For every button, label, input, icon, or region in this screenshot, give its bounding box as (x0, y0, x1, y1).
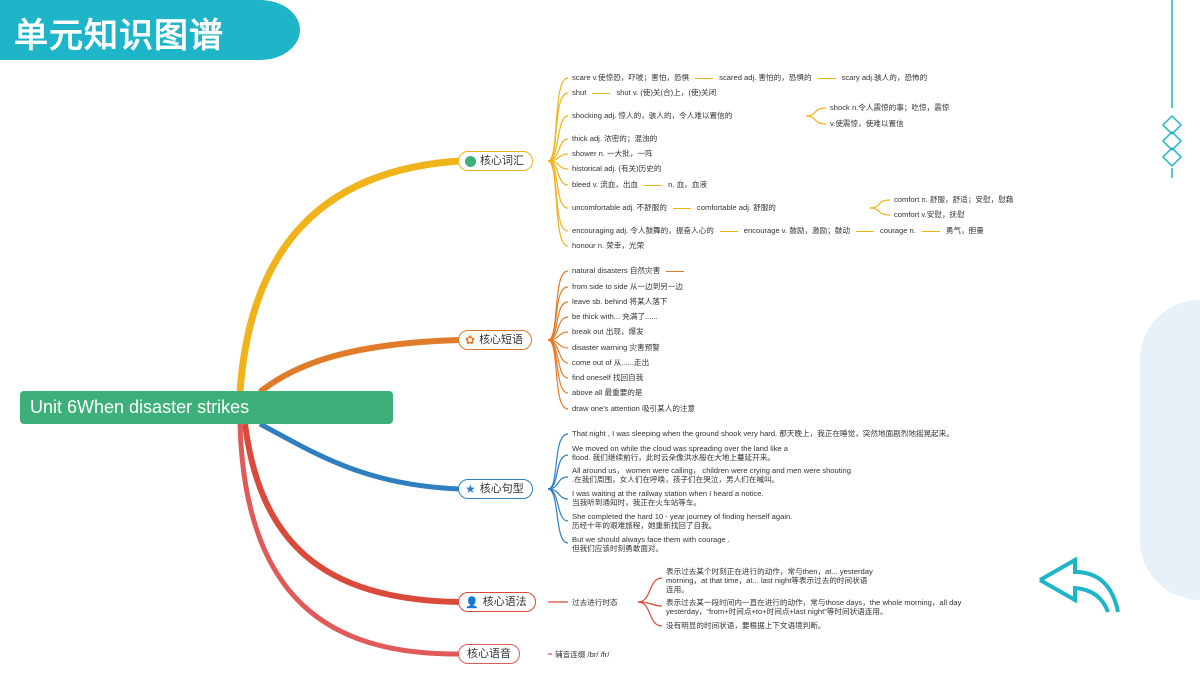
phrase-item: natural disasters 自然灾害 (572, 266, 690, 275)
phrase-item: leave sb. behind 将某人落下 (572, 297, 668, 306)
gear-icon: ✿ (465, 332, 476, 347)
sentence-item: But we should always face them with cour… (572, 535, 730, 553)
vocab-item: honour n. 荣幸，光荣 (572, 241, 645, 250)
branch-label: 核心句型 (479, 482, 524, 495)
info-icon (465, 155, 476, 167)
phrase-item: disaster warning 灾害预警 (572, 343, 660, 352)
person-icon: 👤 (465, 595, 479, 609)
sentence-item: We moved on while the cloud was spreadin… (572, 444, 788, 462)
sentence-item: All around us， women were calling， child… (572, 466, 851, 484)
grammar-item: 表示过去某一段时间内一直在进行的动作，常与those days，the whol… (666, 598, 962, 616)
grammar-item: 没有明显的时间状语，要根据上下文语境判断。 (666, 621, 826, 630)
sentences-connectors (547, 433, 569, 544)
branch-line-sentences (258, 421, 461, 492)
vocab-item: shocking adj. 惊人的，骇人的，令人难以置信的 (572, 111, 733, 120)
branch-label: 核心词汇 (480, 154, 524, 167)
phrase-item: draw one’s attention 吸引某人的注意 (572, 404, 696, 413)
root-node: Unit 6When disaster strikes (20, 391, 393, 424)
phrases-connectors (547, 270, 569, 410)
sentence-item: That night , I was sleeping when the gro… (572, 429, 954, 438)
branch-label: 核心语法 (482, 595, 527, 608)
branch-label: 核心短语 (479, 333, 524, 346)
sentence-item: She completed the hard 10 - year journey… (572, 512, 793, 530)
branch-pronunciation: 核心语音 (458, 644, 520, 664)
branch-line-phrases (258, 337, 461, 395)
branch-label: 核心语音 (467, 647, 511, 660)
background-decoration (1140, 300, 1200, 600)
branch-line-vocab (236, 157, 461, 393)
branch-sentences: ★ 核心句型 (458, 479, 533, 499)
phrase-item: be thick with... 充满了...... (572, 312, 658, 321)
page-title: 单元知识图谱 (14, 16, 224, 56)
pronunciation-item: 辅音连缀 /br/ /fr/ (555, 650, 610, 659)
phrase-item: from side to side 从一边到另一边 (572, 282, 683, 291)
corner-ornament (1161, 0, 1183, 178)
header-banner (0, 0, 300, 60)
branch-phrases: ✿ 核心短语 (458, 330, 533, 350)
grammar-topic: 过去进行时态 (572, 598, 618, 607)
phrase-item: find oneself 找回自我 (572, 373, 644, 382)
vocab-subitem: comfort n. 舒服，舒适；安慰，慰藉 (894, 195, 1014, 204)
grammar-connectors (548, 577, 663, 627)
vocab-subitem: v.使震惊，使难以置信 (830, 119, 904, 128)
vocab-subitem: comfort v.安慰，抚慰 (894, 210, 965, 219)
star-icon: ★ (465, 481, 476, 496)
vocab-item: historical adj. (有关)历史的 (572, 164, 662, 173)
vocab-subitem: shock n.令人震惊的事；吃惊，震惊 (830, 103, 950, 112)
sentence-item: I was waiting at the railway station whe… (572, 489, 764, 507)
vocab-item: shower n. 一大批，一阵 (572, 149, 653, 158)
branch-line-grammar (242, 423, 461, 605)
branch-line-pronunciation (237, 423, 461, 657)
back-arrow-ornament (1039, 556, 1120, 613)
branch-vocab: 核心词汇 (458, 151, 533, 171)
vocab-connectors (547, 77, 891, 247)
phrase-item: break out 出现，爆发 (572, 327, 644, 336)
branch-grammar: 👤 核心语法 (458, 592, 536, 612)
vocab-item: thick adj. 浓密的；混浊的 (572, 134, 658, 143)
phrase-item: come out of 从......走出 (572, 358, 650, 367)
phrase-item: above all 最重要的是 (572, 388, 643, 397)
